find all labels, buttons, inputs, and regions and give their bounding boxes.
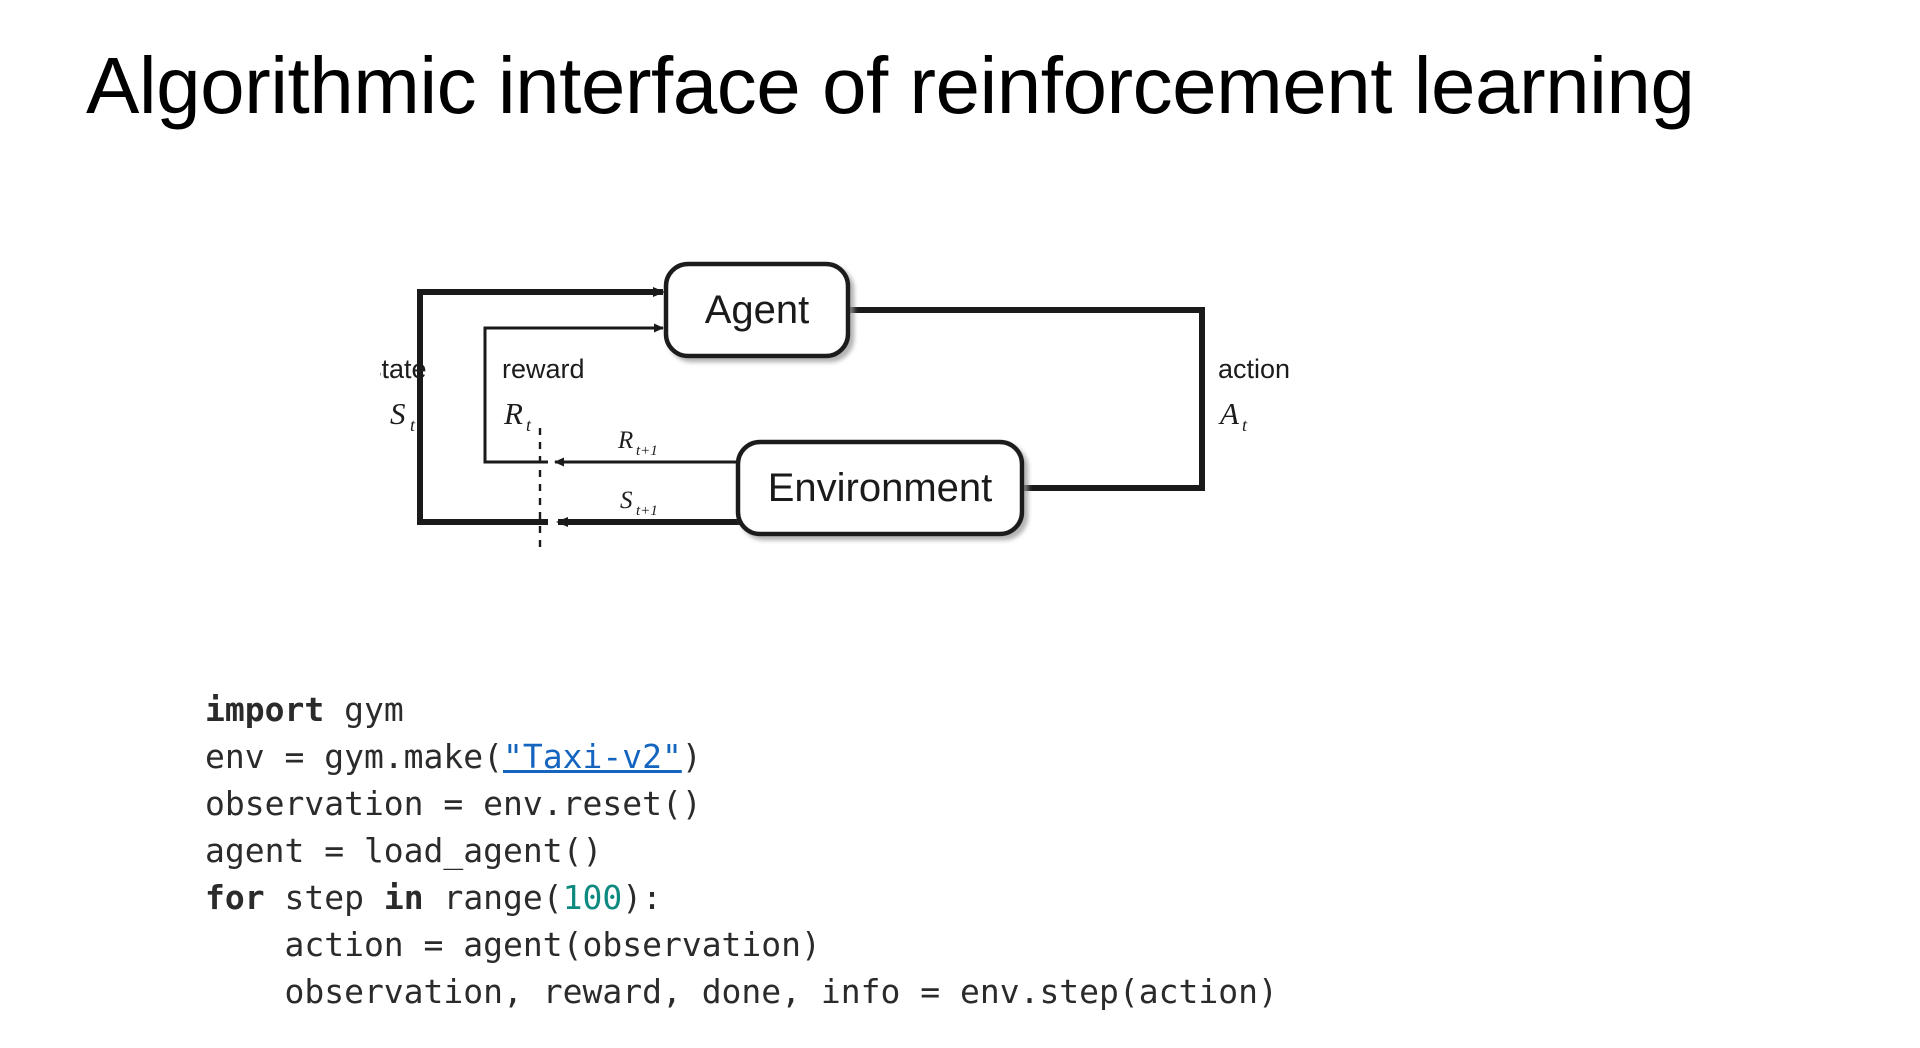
edge-label-action-symbol: A xyxy=(1218,396,1240,431)
agent-environment-loop-diagram: Agent Environment state S t reward R t a… xyxy=(380,250,1410,610)
code-line: action = agent(observation) xyxy=(205,921,1278,968)
code-link[interactable]: "Taxi-v2" xyxy=(503,737,682,776)
code-line: agent = load_agent() xyxy=(205,827,1278,874)
code-line: import gym xyxy=(205,686,1278,733)
code-line: observation, reward, done, info = env.st… xyxy=(205,968,1278,1015)
code-text: ): xyxy=(622,878,663,917)
edge-label-reward-subscript: t xyxy=(526,415,532,435)
edge-label-reward-symbol: R xyxy=(503,396,523,431)
action-path xyxy=(848,307,1205,493)
code-text: observation = env.reset() xyxy=(205,784,702,823)
node-agent: Agent xyxy=(663,261,851,359)
code-keyword: for xyxy=(205,878,265,917)
edge-label-next-reward-symbol: R xyxy=(617,427,633,454)
edge-label-next-state: S t+1 xyxy=(620,487,658,519)
edge-label-next-state-symbol: S xyxy=(620,487,633,514)
edge-label-action: action A t xyxy=(1218,354,1290,435)
node-agent-label: Agent xyxy=(705,288,810,332)
edge-label-state-subscript: t xyxy=(410,415,416,435)
edge-label-state: state S t xyxy=(380,354,427,435)
reward-feedback-path xyxy=(483,323,664,464)
code-text: action = agent(observation) xyxy=(205,925,821,964)
code-line: observation = env.reset() xyxy=(205,780,1278,827)
node-environment-label: Environment xyxy=(768,466,993,510)
edge-label-next-state-subscript: t+1 xyxy=(636,503,658,519)
code-number: 100 xyxy=(562,878,623,917)
code-text: step xyxy=(264,878,384,917)
code-line: env = gym.make("Taxi-v2") xyxy=(205,733,1278,780)
edge-label-reward: reward R t xyxy=(502,354,585,435)
code-text: gym xyxy=(324,690,404,729)
code-text: ) xyxy=(681,737,702,776)
environment-output-paths xyxy=(554,457,740,527)
state-feedback-path xyxy=(417,287,665,525)
edge-label-next-reward-subscript: t+1 xyxy=(636,443,658,459)
code-text: agent = load_agent() xyxy=(205,831,603,870)
edge-label-reward-word: reward xyxy=(502,354,585,384)
edge-label-next-reward: R t+1 xyxy=(617,427,658,459)
node-environment: Environment xyxy=(735,439,1025,537)
page-title: Algorithmic interface of reinforcement l… xyxy=(86,41,1695,130)
code-keyword: in xyxy=(383,878,424,917)
edge-label-action-word: action xyxy=(1218,354,1290,384)
edge-label-state-symbol: S xyxy=(390,396,406,431)
code-text: env = gym.make( xyxy=(205,737,504,776)
edge-label-action-subscript: t xyxy=(1242,415,1248,435)
code-line: for step in range(100): xyxy=(205,874,1278,921)
code-keyword: import xyxy=(205,690,325,729)
edge-label-state-word: state xyxy=(380,354,427,384)
code-text: range( xyxy=(423,878,563,917)
code-text: observation, reward, done, info = env.st… xyxy=(205,972,1278,1011)
